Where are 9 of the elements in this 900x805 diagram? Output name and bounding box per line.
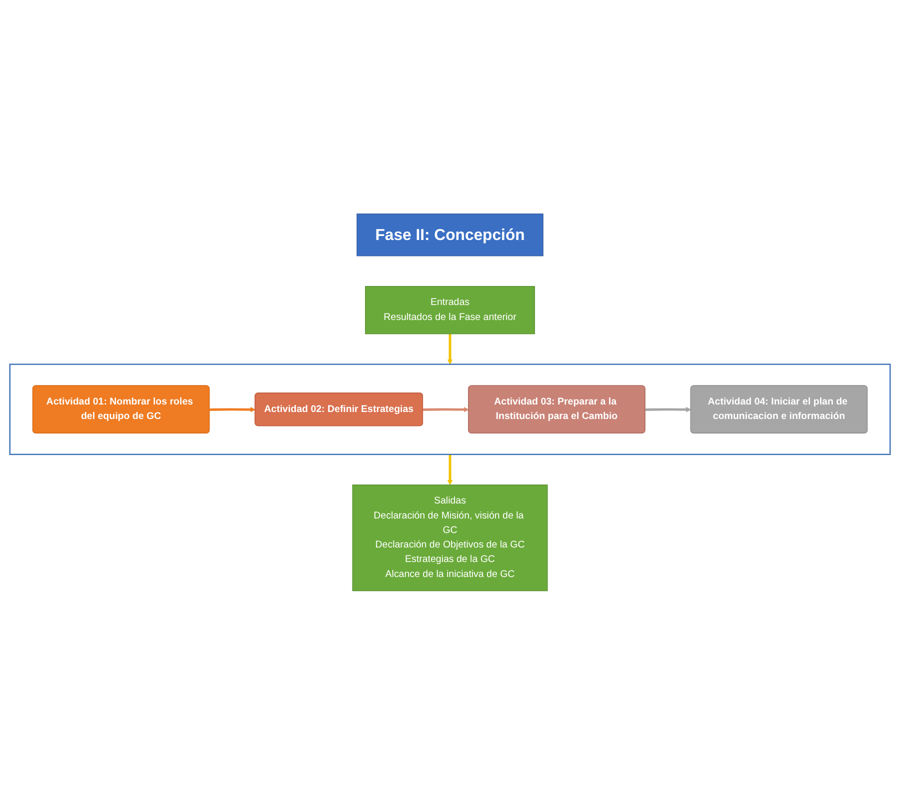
arrow: [447, 454, 453, 486]
arrow: [423, 407, 469, 412]
arrow: [447, 334, 453, 365]
cluster: [9, 364, 891, 456]
node-box: Salidas Declaración de Misión, visión de la GC Declaración de Objetivos de la GC Estrategias de la GC Alcance de la iniciativa de GC: [352, 484, 548, 592]
arrow: [210, 407, 256, 412]
arrow: [645, 407, 692, 412]
node-box: Entradas Resultados de la Fase anterior: [365, 286, 535, 334]
node-box: Fase II: Concepción: [356, 214, 544, 256]
